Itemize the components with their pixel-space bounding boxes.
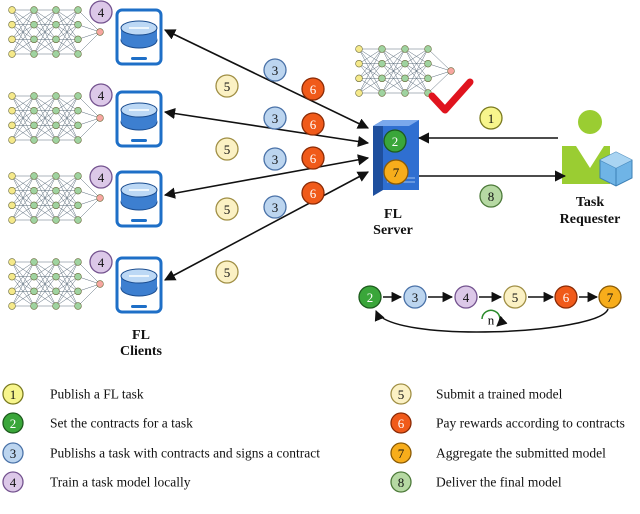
step-number: 6: [563, 290, 570, 305]
step-number: 8: [488, 189, 495, 204]
checkmark-icon: [428, 78, 474, 114]
nn-client-4: [8, 258, 104, 310]
legend-text-2: Set the contracts for a task: [50, 416, 193, 431]
step-number: 5: [512, 290, 519, 305]
step-number: 7: [398, 446, 405, 461]
badge-step-4-client-4: 4: [89, 250, 113, 274]
chain-step-4: 4: [454, 285, 478, 309]
step-number: 3: [272, 200, 279, 215]
step-number: 3: [272, 111, 279, 126]
chain-step-2: 2: [358, 285, 382, 309]
badge-step-6-c: 6: [301, 146, 325, 170]
step-number: 6: [310, 117, 317, 132]
chain-step-6: 6: [554, 285, 578, 309]
legend-text-1: Publish a FL task: [50, 387, 144, 402]
nn-client-3: [8, 172, 104, 224]
client-device-3: [115, 170, 163, 228]
legend-item-4: 4 Train a task model locally: [2, 471, 191, 493]
step-number: 2: [367, 290, 374, 305]
badge-step-5-a: 5: [215, 74, 239, 98]
step-number: 7: [607, 290, 614, 305]
client-server-arrows: [163, 29, 567, 281]
chain-step-3: 3: [403, 285, 427, 309]
badge-step-6-b: 6: [301, 112, 325, 136]
badge-step-3-b: 3: [263, 106, 287, 130]
step-number: 4: [10, 475, 17, 490]
badge-step-5-d: 5: [215, 260, 239, 284]
client-device-4: [115, 256, 163, 314]
step-number: 4: [98, 255, 105, 270]
step-number: 1: [488, 111, 495, 126]
step-number: 3: [412, 290, 419, 305]
step-number: 4: [98, 170, 105, 185]
badge-step-4-client-3: 4: [89, 165, 113, 189]
step-number: 2: [392, 134, 399, 149]
chain-step-7: 7: [598, 285, 622, 309]
legend-item-2: 2 Set the contracts for a task: [2, 412, 193, 434]
legend-text-6: Pay rewards according to contracts: [436, 416, 625, 431]
step-number: 1: [10, 387, 17, 402]
client-device-2: [115, 90, 163, 148]
step-number: 6: [310, 82, 317, 97]
legend-text-8: Deliver the final model: [436, 475, 562, 490]
step-number: 4: [98, 88, 105, 103]
step-number: 7: [393, 165, 400, 180]
badge-step-6-d: 6: [301, 181, 325, 205]
step-number: 3: [272, 63, 279, 78]
legend-item-7: 7 Aggregate the submitted model: [390, 442, 606, 464]
badge-step-3-d: 3: [263, 195, 287, 219]
label-fl-clients-2: Clients: [120, 344, 163, 359]
workflow-chain: [374, 291, 609, 333]
step-number: 3: [272, 152, 279, 167]
label-fl-server-2: Server: [373, 223, 413, 238]
badge-step-4-client-2: 4: [89, 83, 113, 107]
legend-text-3: Publishs a task with contracts and signs…: [50, 446, 320, 461]
badge-step-1: 1: [479, 106, 503, 130]
badge-step-4-client-1: 4: [89, 0, 113, 24]
step-number: 5: [224, 202, 231, 217]
badge-step-5-b: 5: [215, 137, 239, 161]
badge-step-3-a: 3: [263, 58, 287, 82]
step-number: 5: [224, 142, 231, 157]
label-fl-clients-1: FL: [132, 328, 150, 343]
legend-item-6: 6 Pay rewards according to contracts: [390, 412, 625, 434]
legend-text-7: Aggregate the submitted model: [436, 446, 606, 461]
step-number: 4: [98, 5, 105, 20]
label-task-requester-2: Requester: [560, 212, 621, 227]
step-number: 5: [224, 79, 231, 94]
step-number: 6: [310, 186, 317, 201]
badge-step-6-a: 6: [301, 77, 325, 101]
step-number: 6: [398, 416, 405, 431]
loop-label-n: n: [488, 313, 495, 328]
label-fl-server-1: FL: [384, 207, 402, 222]
legend-item-3: 3 Publishs a task with contracts and sig…: [2, 442, 320, 464]
legend-item-1: 1 Publish a FL task: [2, 383, 144, 405]
step-number: 5: [398, 387, 405, 402]
legend-item-5: 5 Submit a trained model: [390, 383, 563, 405]
nn-client-2: [8, 92, 104, 144]
step-number: 4: [463, 290, 470, 305]
step-number: 6: [310, 151, 317, 166]
nn-server: [355, 45, 455, 97]
step-number: 5: [224, 265, 231, 280]
legend-item-8: 8 Deliver the final model: [390, 471, 562, 493]
label-task-requester-1: Task: [576, 195, 605, 210]
step-number: 3: [10, 446, 17, 461]
legend-text-5: Submit a trained model: [436, 387, 563, 402]
chain-step-5: 5: [503, 285, 527, 309]
badge-step-3-c: 3: [263, 147, 287, 171]
legend-text-4: Train a task model locally: [50, 475, 191, 490]
badge-step-8: 8: [479, 184, 503, 208]
badge-step-2-server: 2: [383, 129, 407, 153]
legend: 1 Publish a FL task 2 Set the contracts …: [2, 383, 625, 493]
badge-step-5-c: 5: [215, 197, 239, 221]
client-device-1: [115, 8, 163, 66]
step-number: 2: [10, 416, 17, 431]
task-requester-icon: [562, 110, 633, 187]
step-number: 8: [398, 475, 405, 490]
badge-step-7-server: 7: [383, 159, 409, 185]
nn-client-1: [8, 6, 104, 58]
